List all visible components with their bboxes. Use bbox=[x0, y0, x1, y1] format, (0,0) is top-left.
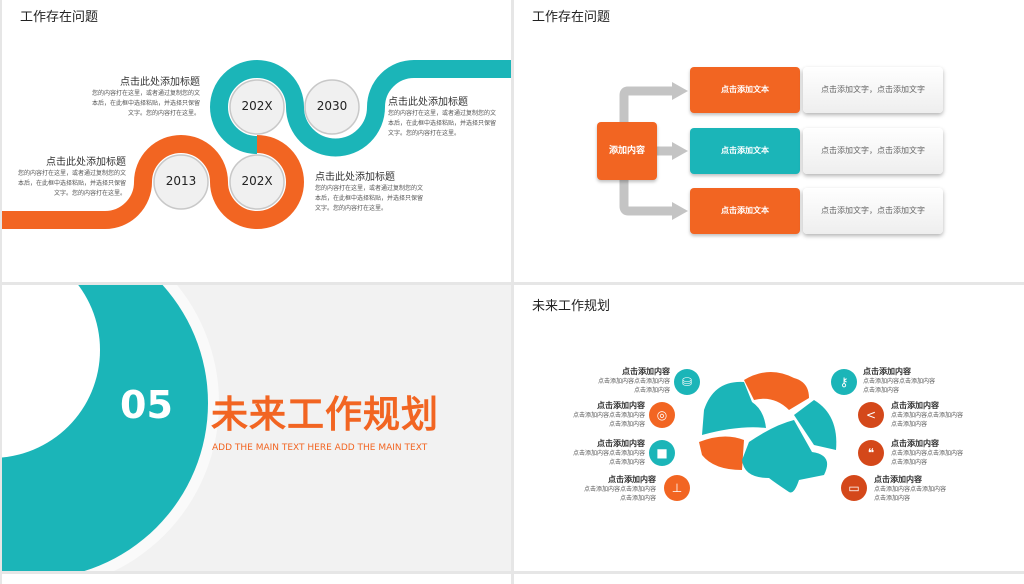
list-item: 点击添加内容点击添加内容点击添加内容点击添加内容 bbox=[863, 367, 983, 395]
item-text: 点击添加内容点击添加内容 bbox=[891, 412, 964, 419]
laptop-icon: ▭ bbox=[841, 475, 867, 501]
list-item: 点击添加内容点击添加内容点击添加内容点击添加内容 bbox=[891, 439, 1011, 467]
item-title: 点击添加内容 bbox=[863, 367, 911, 376]
slide-title: 工作存在问题 bbox=[532, 10, 611, 25]
item-text: 点击添加内容点击添加内容 bbox=[572, 412, 645, 419]
text-block: 点击此处添加标题 您的内容打在这里，或者通过复制您的文本后，在此框中选择粘贴，并… bbox=[14, 156, 126, 199]
video-camera-icon: ■ bbox=[649, 440, 675, 466]
row-text: 点击添加文字，点击添加文字 bbox=[803, 128, 943, 174]
item-title: 点击添加内容 bbox=[874, 475, 922, 484]
item-text: 点击添加内容点击添加内容 bbox=[597, 378, 670, 385]
item-text: 点击添加内容 bbox=[891, 421, 928, 428]
key-icon: ⚷ bbox=[831, 369, 857, 395]
list-item: 点击添加内容点击添加内容点击添加内容点击添加内容 bbox=[525, 401, 645, 429]
source-box: 添加内容 bbox=[597, 122, 657, 180]
sitemap-icon: ⊥ bbox=[664, 475, 690, 501]
item-text: 点击添加内容 bbox=[608, 459, 645, 466]
share-icon: < bbox=[858, 402, 884, 428]
item-text: 点击添加内容点击添加内容 bbox=[583, 486, 656, 493]
section-number: 05 bbox=[120, 383, 173, 427]
slide-3-thumbnail[interactable]: 05 未来工作规划 ADD THE MAIN TEXT HERE ADD THE… bbox=[2, 285, 511, 571]
list-item: 点击添加内容点击添加内容点击添加内容点击添加内容 bbox=[536, 475, 656, 503]
item-title: 点击添加内容 bbox=[597, 401, 645, 410]
block-heading: 点击此处添加标题 bbox=[46, 157, 126, 168]
item-text: 点击添加内容点击添加内容 bbox=[863, 378, 936, 385]
item-text: 点击添加内容点击添加内容 bbox=[874, 486, 947, 493]
section-subtitle: ADD THE MAIN TEXT HERE ADD THE MAIN TEXT bbox=[212, 443, 428, 453]
list-item: 点击添加内容点击添加内容点击添加内容点击添加内容 bbox=[891, 401, 1011, 429]
slide-title: 工作存在问题 bbox=[20, 10, 99, 25]
year-label: 2013 bbox=[165, 174, 197, 188]
year-label: 202X bbox=[241, 99, 273, 113]
lifebuoy-icon: ◎ bbox=[649, 402, 675, 428]
item-text: 点击添加内容点击添加内容 bbox=[891, 450, 964, 457]
item-title: 点击添加内容 bbox=[608, 475, 656, 484]
block-body: 您的内容打在这里，或者通过复制您的文本后，在此框中选择粘贴，并选择只保留文字。您… bbox=[315, 185, 424, 212]
item-title: 点击添加内容 bbox=[597, 439, 645, 448]
arrows-diagram bbox=[619, 82, 688, 220]
list-item: 点击添加内容点击添加内容点击添加内容点击添加内容 bbox=[550, 367, 670, 395]
block-body: 您的内容打在这里，或者通过复制您的文本后，在此框中选择粘贴，并选择只保留文字。您… bbox=[17, 170, 126, 197]
block-heading: 点击此处添加标题 bbox=[315, 172, 395, 183]
coins-icon: ⛁ bbox=[674, 369, 700, 395]
slide-title: 未来工作规划 bbox=[532, 299, 611, 314]
item-text: 点击添加内容 bbox=[608, 421, 645, 428]
year-circle bbox=[229, 154, 285, 210]
section-circle-graphic bbox=[2, 285, 219, 571]
text-block: 点击此处添加标题 您的内容打在这里，或者通过复制您的文本后，在此框中选择粘贴，并… bbox=[388, 96, 500, 139]
row-label: 点击添加文本 bbox=[690, 128, 800, 174]
text-block: 点击此处添加标题 您的内容打在这里，或者通过复制您的文本后，在此框中选择粘贴，并… bbox=[88, 76, 200, 119]
block-body: 您的内容打在这里，或者通过复制您的文本后，在此框中选择粘贴，并选择只保留文字。您… bbox=[91, 90, 200, 117]
list-item: 点击添加内容点击添加内容点击添加内容点击添加内容 bbox=[525, 439, 645, 467]
slide-5-thumbnail[interactable] bbox=[2, 574, 511, 584]
year-circle bbox=[153, 154, 209, 210]
item-title: 点击添加内容 bbox=[891, 401, 939, 410]
brain-graphic bbox=[699, 371, 837, 493]
timeline-curve bbox=[2, 60, 511, 229]
row-text: 点击添加文字，点击添加文字 bbox=[803, 188, 943, 234]
chat-icon: ❝ bbox=[858, 440, 884, 466]
year-label: 2030 bbox=[316, 99, 348, 113]
year-label: 202X bbox=[241, 174, 273, 188]
slide-2-thumbnail[interactable]: 工作存在问题 添加内容 点击添加文本 点击添加文字，点击添加文字 点击添加文本 … bbox=[514, 0, 1024, 282]
row-text: 点击添加文字，点击添加文字 bbox=[803, 67, 943, 113]
item-text: 点击添加内容点击添加内容 bbox=[572, 450, 645, 457]
year-circle bbox=[304, 79, 360, 135]
slide-6-thumbnail[interactable] bbox=[514, 574, 1024, 584]
item-title: 点击添加内容 bbox=[891, 439, 939, 448]
block-body: 您的内容打在这里，或者通过复制您的文本后，在此框中选择粘贴，并选择只保留文字。您… bbox=[388, 110, 497, 137]
year-circle bbox=[229, 79, 285, 135]
row-label: 点击添加文本 bbox=[690, 188, 800, 234]
row-label: 点击添加文本 bbox=[690, 67, 800, 113]
item-text: 点击添加内容 bbox=[891, 459, 928, 466]
item-text: 点击添加内容 bbox=[619, 495, 656, 502]
item-text: 点击添加内容 bbox=[633, 387, 670, 394]
item-text: 点击添加内容 bbox=[863, 387, 900, 394]
slide-4-thumbnail[interactable]: 未来工作规划 ⛁ ◎ ■ ⊥ ⚷ < ❝ ▭ 点击添加内容点击添加内容点击添加内… bbox=[514, 285, 1024, 571]
list-item: 点击添加内容点击添加内容点击添加内容点击添加内容 bbox=[874, 475, 994, 503]
item-title: 点击添加内容 bbox=[622, 367, 670, 376]
section-title: 未来工作规划 bbox=[211, 393, 439, 436]
slide-1-thumbnail[interactable]: 工作存在问题 202X 2030 2013 202X 点击此处添加标题 您的内容… bbox=[2, 0, 511, 282]
item-text: 点击添加内容 bbox=[874, 495, 911, 502]
block-heading: 点击此处添加标题 bbox=[388, 97, 468, 108]
block-heading: 点击此处添加标题 bbox=[120, 77, 200, 88]
text-block: 点击此处添加标题 您的内容打在这里，或者通过复制您的文本后，在此框中选择粘贴，并… bbox=[315, 171, 427, 214]
